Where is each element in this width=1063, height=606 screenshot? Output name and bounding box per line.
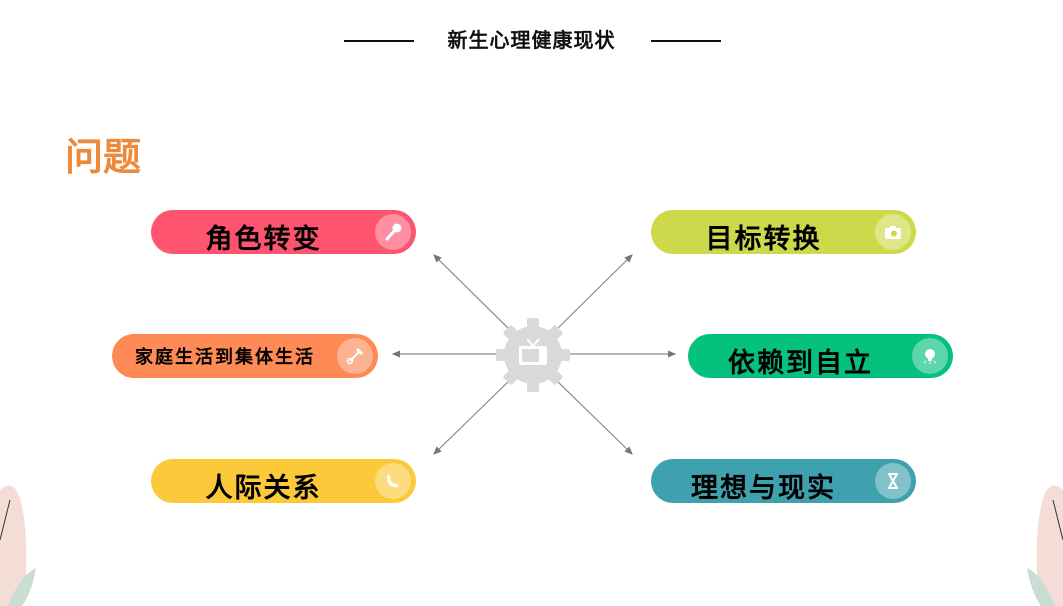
leaf-right-decoration (1027, 485, 1063, 606)
wrench-icon (337, 338, 373, 374)
item-label: 家庭生活到集体生活 (135, 347, 315, 368)
leaf-left-decoration (0, 485, 36, 606)
item-role-change: 角色转变 (151, 210, 416, 255)
hourglass-icon (875, 463, 911, 499)
section-title: 问题 (65, 135, 142, 179)
gear-tv-icon (496, 318, 570, 392)
item-ideal-vs-reality: 理想与现实 (651, 459, 916, 504)
item-label: 目标转换 (705, 223, 822, 255)
phone-icon (375, 463, 411, 499)
page-title: 新生心理健康现状 (447, 28, 616, 52)
camera-icon (875, 214, 911, 250)
item-label: 理想与现实 (691, 472, 836, 504)
title-line-left (344, 40, 414, 42)
connector-arrows (391, 254, 677, 455)
item-dependence-to-independence: 依赖到自立 (688, 334, 953, 379)
title-line-right (651, 40, 721, 42)
item-goal-shift: 目标转换 (651, 210, 916, 255)
item-relationships: 人际关系 (151, 459, 416, 504)
microphone-icon (375, 214, 411, 250)
item-family-to-collective: 家庭生活到集体生活 (112, 334, 378, 378)
lightbulb-icon (912, 338, 948, 374)
item-label: 人际关系 (205, 472, 322, 504)
item-label: 角色转变 (205, 223, 322, 255)
item-label: 依赖到自立 (728, 347, 873, 379)
